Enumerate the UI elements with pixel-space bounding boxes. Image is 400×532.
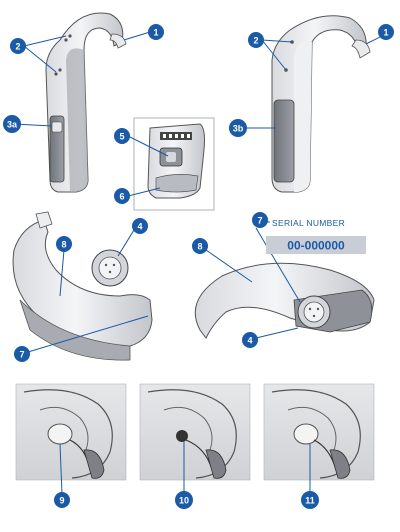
svg-text:11: 11 — [305, 496, 315, 506]
callout-4-right: 4 — [242, 332, 258, 348]
serial-number-box — [266, 236, 366, 254]
callout-8-left: 8 — [56, 236, 72, 252]
battery-door-detail — [133, 117, 215, 211]
callout-4-left: 4 — [132, 218, 148, 234]
svg-text:9: 9 — [59, 496, 64, 506]
callout-2-right: 2 — [248, 32, 264, 48]
callout-7-right: 7 — [252, 212, 268, 228]
svg-text:3b: 3b — [233, 124, 244, 134]
callout-3a: 3a — [3, 115, 21, 133]
ear-photo-11 — [263, 383, 375, 481]
svg-text:1: 1 — [383, 28, 388, 38]
callout-11: 11 — [301, 491, 319, 509]
callout-1-left: 1 — [148, 24, 164, 40]
callout-8-right: 8 — [192, 238, 208, 254]
device-side-view-right — [271, 15, 371, 193]
svg-text:2: 2 — [15, 42, 20, 52]
svg-text:4: 4 — [247, 336, 252, 346]
svg-text:4: 4 — [137, 222, 142, 232]
svg-text:1: 1 — [153, 28, 158, 38]
device-rear-view-left — [12, 211, 153, 361]
ear-photo-9 — [15, 383, 127, 481]
device-side-view-left — [45, 12, 127, 193]
callout-10: 10 — [175, 491, 193, 509]
callout-3b: 3b — [229, 119, 247, 137]
serial-number-label: SERIAL NUMBER — [272, 218, 345, 228]
callout-1-right: 1 — [378, 24, 394, 40]
svg-text:2: 2 — [253, 36, 258, 46]
svg-text:10: 10 — [179, 496, 189, 506]
svg-text:8: 8 — [61, 240, 66, 250]
serial-number-value: 00-000000 — [287, 239, 345, 253]
ear-photo-10 — [139, 383, 251, 481]
svg-text:7: 7 — [257, 216, 262, 226]
callout-7-left: 7 — [14, 346, 30, 362]
svg-text:7: 7 — [19, 350, 24, 360]
device-front-view-right — [194, 262, 375, 339]
svg-text:8: 8 — [197, 242, 202, 252]
callout-2-left: 2 — [10, 38, 26, 54]
callout-9: 9 — [54, 492, 70, 508]
callout-5: 5 — [114, 128, 130, 144]
svg-text:5: 5 — [119, 132, 124, 142]
svg-text:3a: 3a — [7, 120, 18, 130]
svg-text:6: 6 — [119, 192, 124, 202]
callout-6: 6 — [114, 188, 130, 204]
